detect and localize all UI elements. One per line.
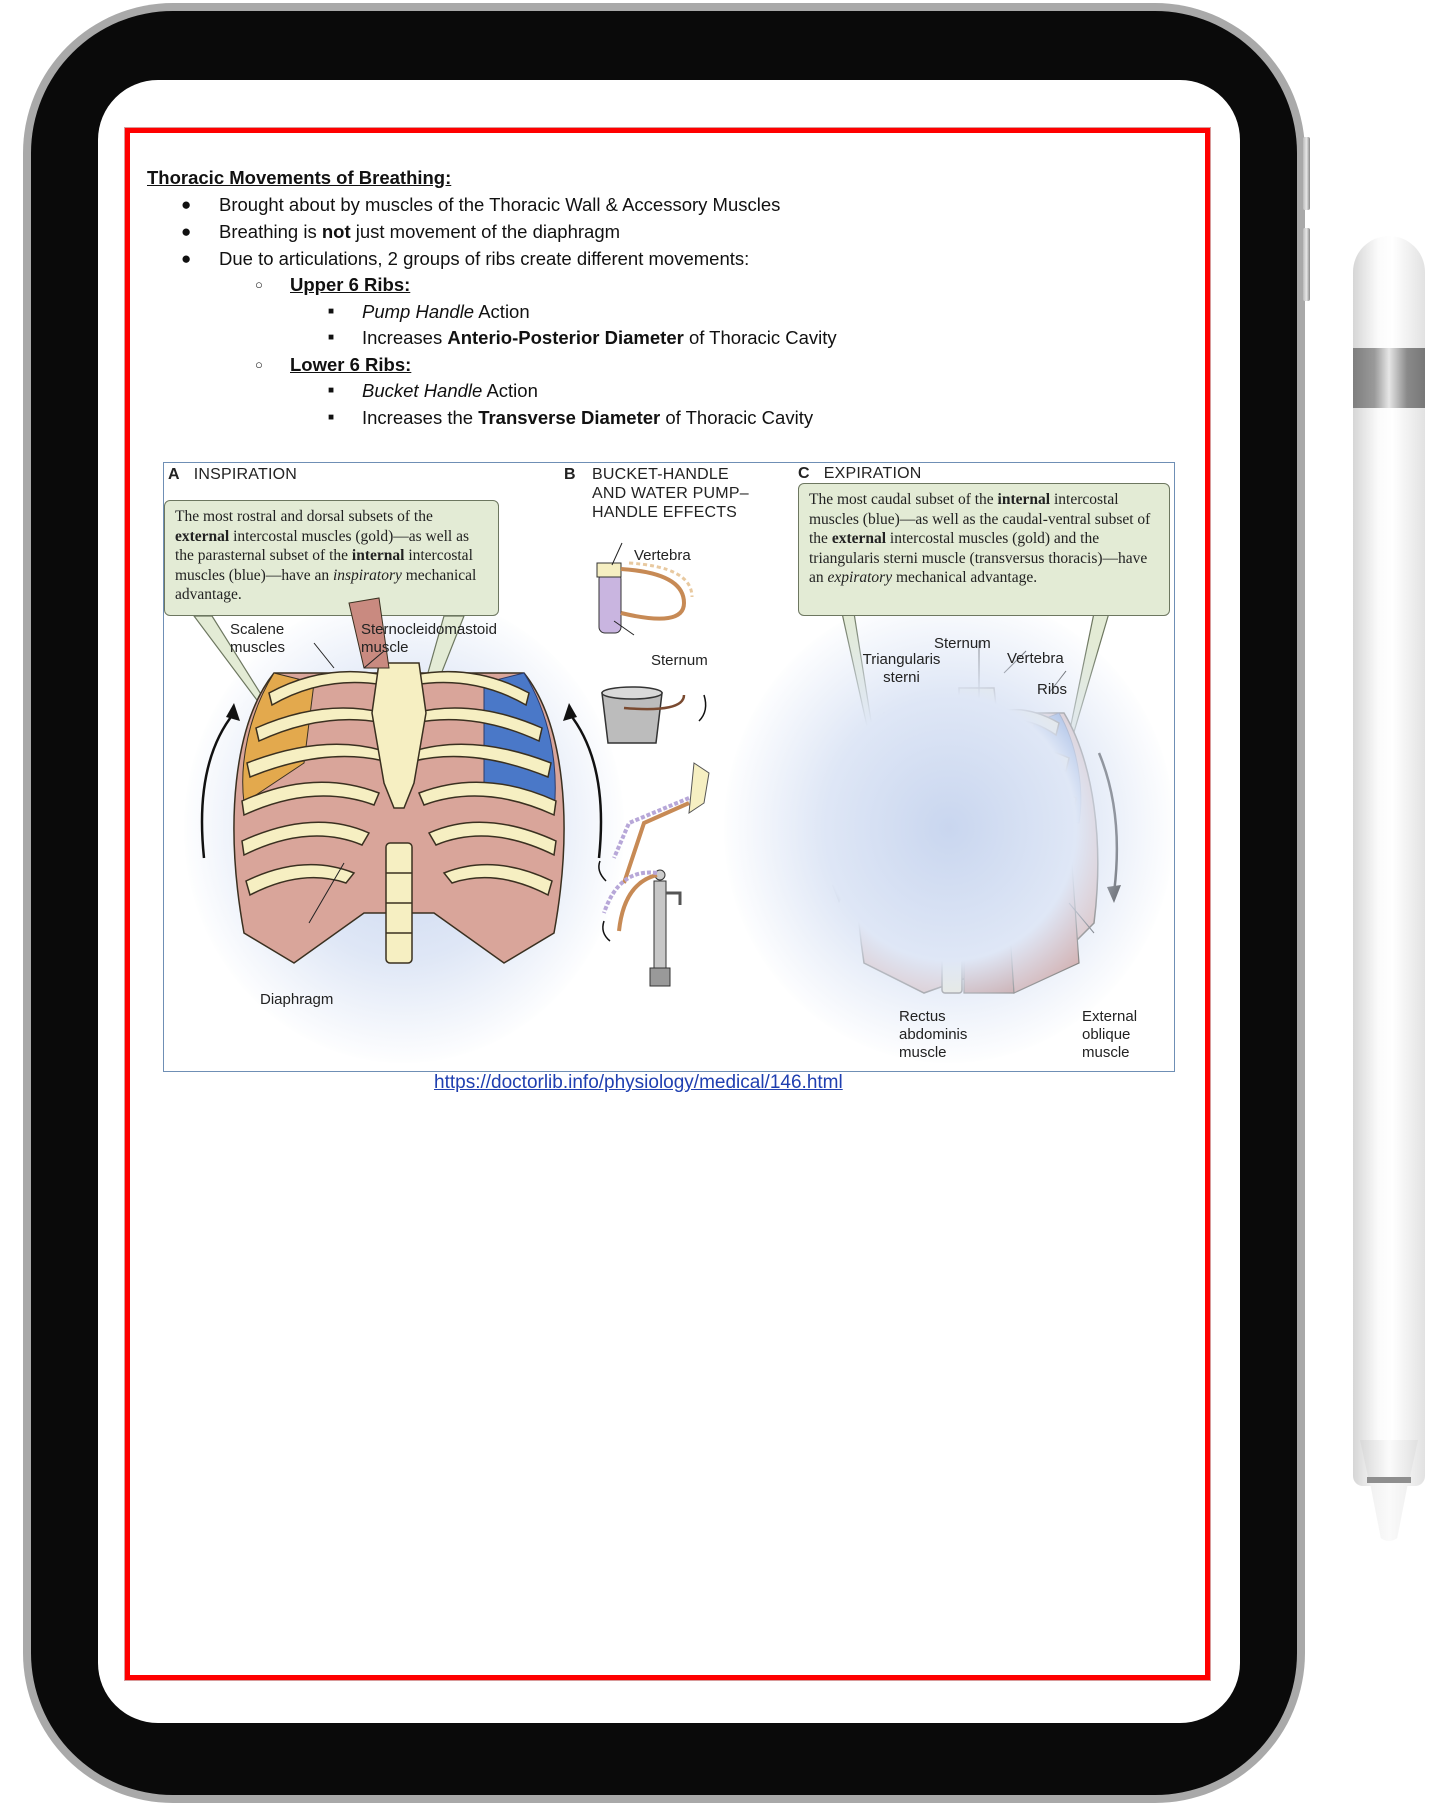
volume-down-button: [1303, 228, 1310, 301]
bullet-square-icon: ■: [328, 411, 335, 423]
volume-up-button: [1303, 137, 1310, 210]
document-body: Thoracic Movements of Breathing: ● Broug…: [147, 164, 1197, 431]
subgroup-item: ■ Increases Anterio-Posterior Diameter o…: [147, 325, 1197, 352]
subgroup-heading-lower: ○ Lower 6 Ribs:: [147, 352, 1197, 379]
bullet-item: ● Breathing is not just movement of the …: [147, 218, 1197, 245]
water-pump-icon: [602, 869, 682, 987]
label-triangularis-sterni: Triangularis sterni: [862, 651, 941, 686]
label-rectus-abdominis: Rectus abdominis muscle: [899, 1008, 968, 1061]
bullet-dot-icon: ●: [181, 249, 192, 268]
source-link[interactable]: https://doctorlib.info/physiology/medica…: [434, 1072, 843, 1093]
label-sternum-c: Sternum: [934, 635, 991, 652]
label-vertebra-b: Vertebra: [634, 547, 691, 564]
label-ribs: Ribs: [1037, 681, 1068, 698]
subgroup-item: ■ Pump Handle Action: [147, 299, 1197, 326]
pump-handle-rib-icon: [598, 762, 710, 884]
panel-c-callout: The most caudal subset of the internal i…: [798, 483, 1170, 616]
label-sternum-b: Sternum: [651, 652, 708, 669]
inspiration-ribcage-icon: [200, 597, 603, 964]
stylus-tip: [1370, 1483, 1408, 1541]
panel-c-background-glow: [724, 593, 1174, 1063]
bullet-item: ● Brought about by muscles of the Thorac…: [147, 191, 1197, 218]
stylus-pencil: [1353, 236, 1425, 1486]
panel-a-callout: The most rostral and dorsal subsets of t…: [164, 500, 499, 616]
panel-b-title: B BUCKET-HANDLE AND WATER PUMP– HANDLE E…: [564, 466, 749, 521]
bullet-circle-icon: ○: [255, 277, 263, 292]
subgroup-heading-upper: ○ Upper 6 Ribs:: [147, 272, 1197, 299]
page-red-border: [125, 128, 1210, 1680]
subgroup-item: ■ Increases the Transverse Diameter of T…: [147, 405, 1197, 432]
stylus-ring: [1367, 1477, 1411, 1483]
bullet-dot-icon: ●: [181, 222, 192, 241]
label-scalene-muscles: Scalene muscles: [230, 621, 286, 656]
bullet-circle-icon: ○: [255, 356, 263, 372]
label-sternocleidomastoid: Sternocleidomastoid muscle: [361, 621, 497, 656]
bullet-square-icon: ■: [328, 332, 335, 343]
stylus-band: [1353, 348, 1425, 408]
bucket-handle-rib-icon: [596, 542, 694, 636]
bullet-item: ● Due to articulations, 2 groups of ribs…: [147, 245, 1197, 272]
label-vertebra-c: Vertebra: [1007, 650, 1064, 667]
subgroup-item: ■ Bucket Handle Action: [147, 378, 1197, 405]
bullet-square-icon: ■: [328, 305, 335, 317]
page-title: Thoracic Movements of Breathing:: [147, 167, 452, 188]
label-external-oblique: External oblique muscle: [1082, 1008, 1138, 1061]
bullet-dot-icon: ●: [181, 195, 192, 214]
bullet-square-icon: ■: [328, 385, 335, 396]
bucket-icon: [601, 686, 707, 744]
label-diaphragm: Diaphragm: [260, 991, 334, 1008]
stylus-taper: [1360, 1440, 1418, 1480]
